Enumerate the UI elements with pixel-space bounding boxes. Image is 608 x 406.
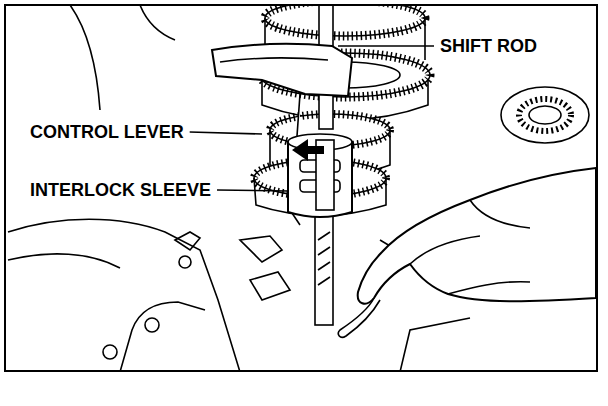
part-label: SHIFT ROD xyxy=(438,36,539,56)
case-outline xyxy=(250,272,290,300)
case-outline xyxy=(175,232,200,250)
illustration xyxy=(8,6,596,370)
frame xyxy=(5,5,597,371)
part-label: INTERLOCK SLEEVE xyxy=(28,180,213,200)
control-lever xyxy=(212,44,352,225)
case-outline xyxy=(400,318,470,370)
interlock-sleeve xyxy=(288,134,352,217)
direction-arrow xyxy=(292,139,324,161)
hand xyxy=(338,168,596,337)
case-outline xyxy=(240,236,282,262)
leader-line xyxy=(217,190,288,191)
control-lever xyxy=(220,58,328,62)
case-outline xyxy=(145,318,159,332)
case-outline xyxy=(8,6,596,370)
case-outline xyxy=(8,254,120,268)
case-outline xyxy=(103,345,117,359)
bearing xyxy=(501,87,589,143)
case-outline xyxy=(140,6,175,40)
hand xyxy=(448,282,530,294)
leader-line xyxy=(190,132,262,134)
bearing xyxy=(529,106,561,124)
case-outline xyxy=(120,302,205,370)
bearing xyxy=(519,99,571,131)
case-outline xyxy=(179,256,191,268)
shift-rod xyxy=(315,200,333,325)
gear-cluster xyxy=(265,6,425,36)
bearing xyxy=(501,87,589,143)
hand xyxy=(358,168,596,304)
shift-rod xyxy=(318,232,330,285)
leader-line xyxy=(338,45,434,47)
control-lever xyxy=(212,44,352,96)
part-label: CONTROL LEVER xyxy=(28,122,186,142)
gear-cluster xyxy=(265,6,425,36)
case-outline xyxy=(8,219,240,370)
hand xyxy=(338,298,380,337)
hand xyxy=(470,200,530,228)
case-outline xyxy=(70,6,100,110)
hand xyxy=(410,236,480,264)
